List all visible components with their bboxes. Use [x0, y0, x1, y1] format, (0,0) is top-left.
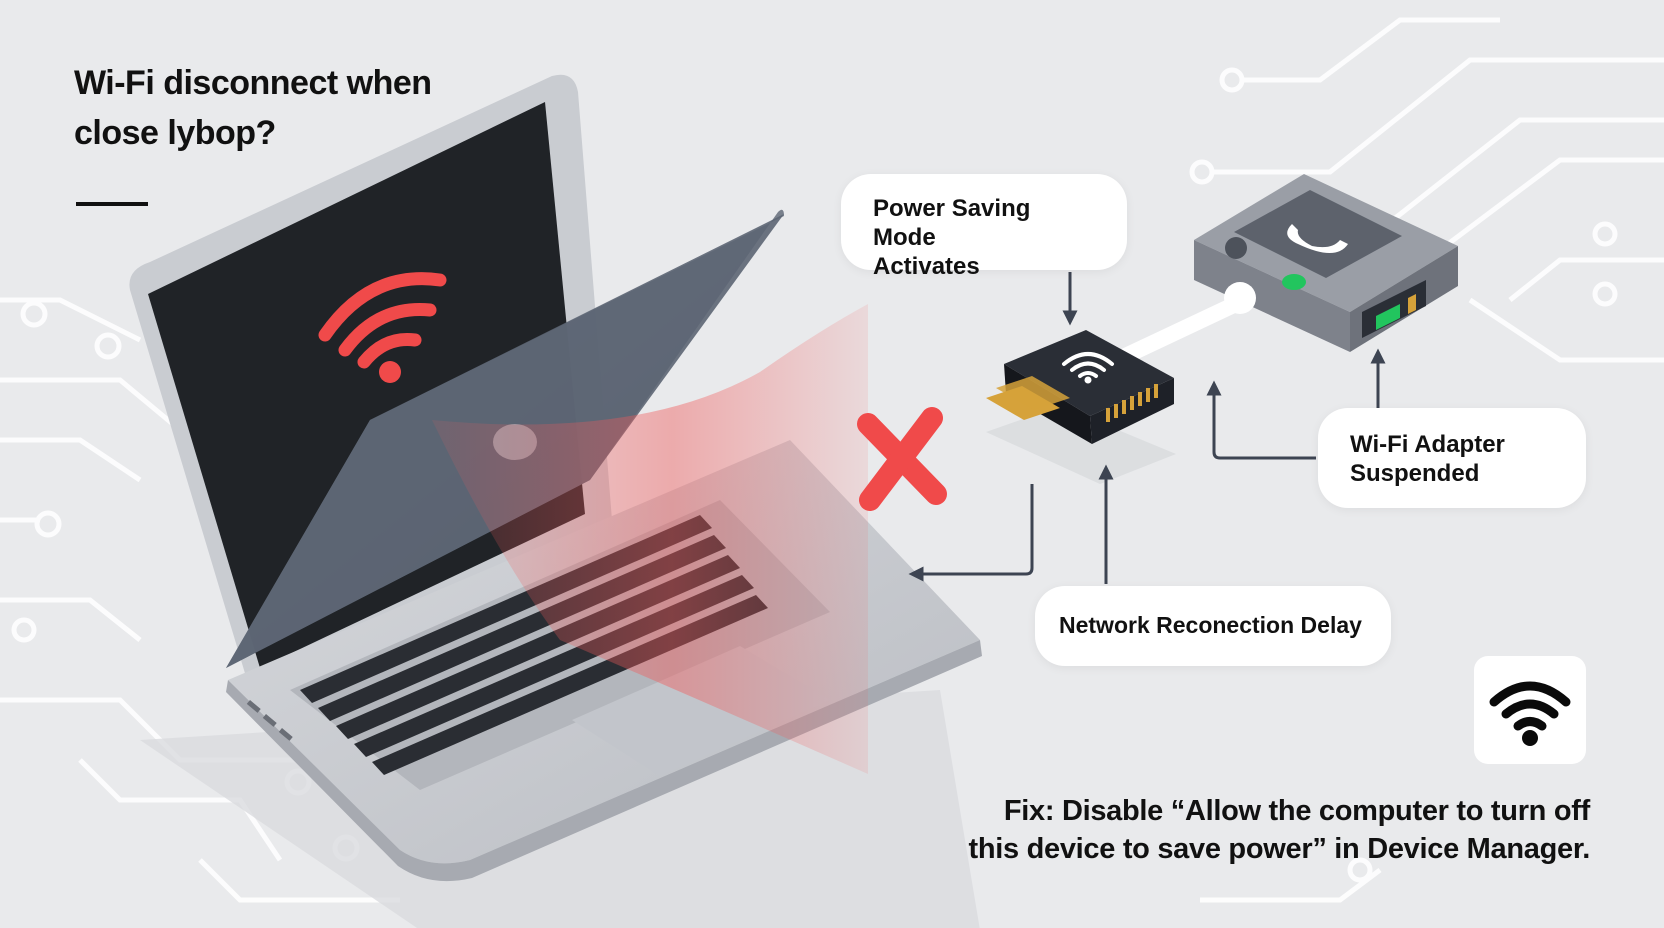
wifi-disconnected-icon [318, 272, 447, 369]
callout-power-saving: Power Saving Mode Activates [841, 174, 1127, 280]
blocked-signal-beam [432, 304, 868, 774]
wifi-chip [986, 330, 1176, 484]
router-device [1194, 174, 1458, 352]
title-line-2: close lybop? [74, 114, 276, 152]
page-title: Wi-Fi disconnect when close lybop? [74, 58, 494, 158]
wifi-icon [1489, 681, 1571, 746]
title-line-1: Wi-Fi disconnect when [74, 64, 432, 102]
error-x-icon [857, 407, 947, 511]
callout-adapter-suspended: Wi-Fi Adapter Suspended [1318, 408, 1586, 508]
callout-adapter-line-2: Suspended [1350, 460, 1480, 487]
title-underline [76, 202, 148, 206]
chip-wifi-icon [1062, 352, 1114, 378]
fix-note-line-2: this device to save power” in Device Man… [968, 833, 1590, 865]
callout-network-label: Network Reconection Delay [1059, 612, 1362, 638]
fix-note-line-1: Fix: Disable “Allow the computer to turn… [1003, 795, 1590, 827]
wifi-tile [1474, 656, 1586, 764]
callout-power-saving-line-2: Activates [873, 253, 980, 280]
fix-note: Fix: Disable “Allow the computer to turn… [930, 792, 1590, 868]
arrow-icon [908, 484, 1034, 582]
callout-network-delay: Network Reconection Delay [1035, 586, 1391, 666]
arrow-icon [1206, 380, 1316, 460]
status-led [1282, 274, 1306, 290]
phone-icon [1287, 224, 1348, 253]
callout-power-saving-line-1: Power Saving Mode [873, 195, 1031, 251]
flow-arrows [908, 272, 1386, 584]
callout-adapter-line-1: Wi-Fi Adapter [1350, 431, 1505, 458]
